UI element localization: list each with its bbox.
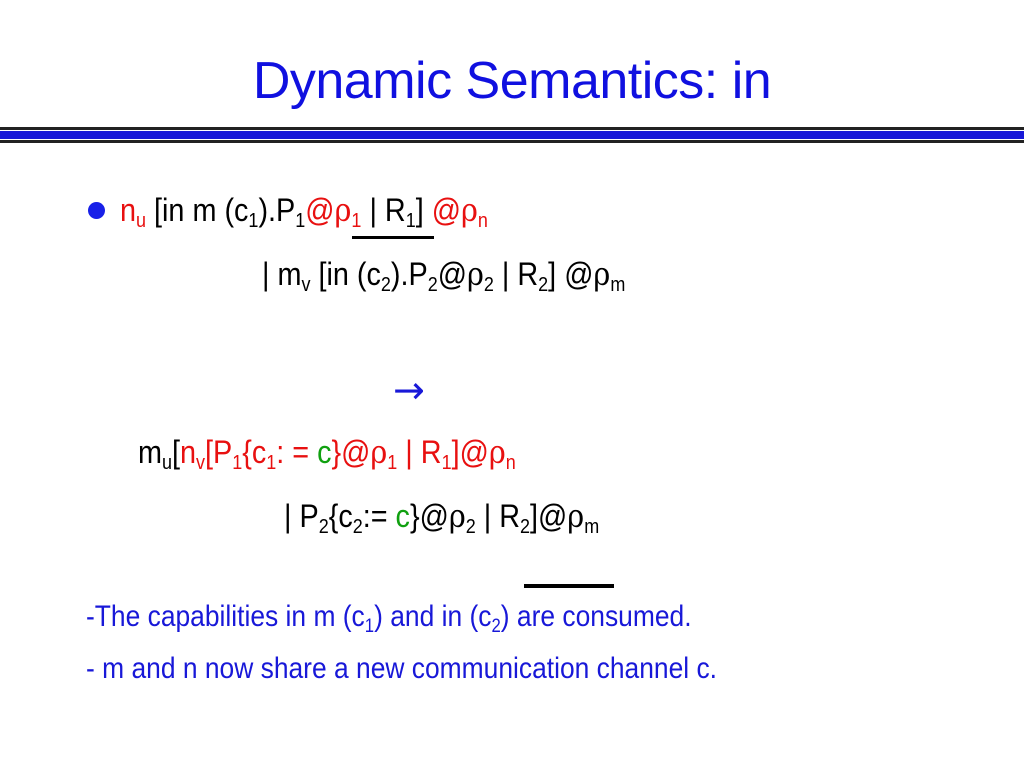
- title-divider-bar: [0, 131, 1024, 139]
- note-shared-channel: - m and n now share a new communication …: [86, 652, 718, 685]
- rule-line-3: mu[nv[P1{c1: = c}@ρ1 | R1]@ρn: [138, 433, 516, 474]
- underline-p1: [352, 236, 434, 239]
- title-divider-top: [0, 127, 1024, 130]
- title-divider-bottom: [0, 140, 1024, 143]
- underline-p2: [524, 584, 614, 588]
- rule-line-1: nu [in m (c1).P1@ρ1 | R1] @ρn: [120, 191, 488, 232]
- slide-title: Dynamic Semantics: in: [252, 52, 772, 110]
- bullet-dot-icon: [88, 202, 105, 219]
- reduction-arrow-icon: →: [393, 368, 425, 412]
- rule-line-2: | mv [in (c2).P2@ρ2 | R2] @ρm: [262, 255, 626, 296]
- note-capabilities-consumed: -The capabilities in m (c1) and in (c2) …: [86, 600, 692, 637]
- rule-line-4: | P2{c2:= c}@ρ2 | R2]@ρm: [284, 497, 600, 538]
